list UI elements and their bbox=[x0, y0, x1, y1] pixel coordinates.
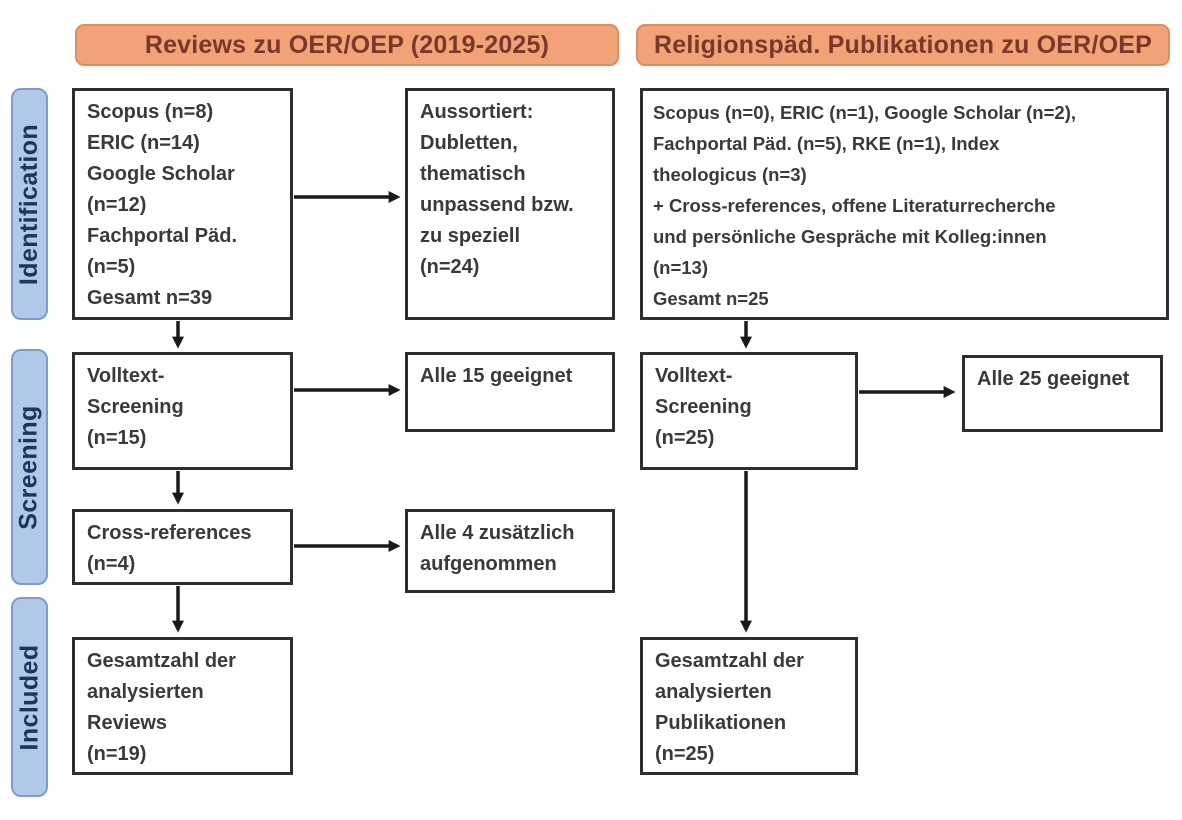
header-reviews: Reviews zu OER/OEP (2019-2025) bbox=[75, 24, 619, 66]
stage-included: Included bbox=[11, 597, 48, 797]
box-left-fulltext-result: Alle 15 geeignet bbox=[405, 352, 615, 432]
stage-identification: Identification bbox=[11, 88, 48, 320]
stage-identification-label: Identification bbox=[15, 123, 43, 285]
box-left-sources: Scopus (n=8) ERIC (n=14) Google Scholar … bbox=[72, 88, 293, 320]
box-left-crossreferences: Cross-references (n=4) bbox=[72, 509, 293, 585]
header-reviews-label: Reviews zu OER/OEP (2019-2025) bbox=[144, 30, 550, 59]
box-left-crossref-result: Alle 4 zusätzlich aufgenommen bbox=[405, 509, 615, 593]
header-religionspaed: Religionspäd. Publikationen zu OER/OEP bbox=[636, 24, 1170, 66]
stage-included-label: Included bbox=[15, 644, 44, 750]
stage-screening: Screening bbox=[11, 349, 48, 585]
box-left-fulltext-screening: Volltext- Screening (n=15) bbox=[72, 352, 293, 470]
box-right-fulltext-result: Alle 25 geeignet bbox=[962, 355, 1163, 432]
box-left-excluded: Aussortiert: Dubletten, thematisch unpas… bbox=[405, 88, 615, 320]
stage-screening-label: Screening bbox=[15, 404, 44, 530]
box-right-sources: Scopus (n=0), ERIC (n=1), Google Scholar… bbox=[640, 88, 1169, 320]
box-left-included-total: Gesamtzahl der analysierten Reviews (n=1… bbox=[72, 637, 293, 775]
box-right-fulltext-screening: Volltext- Screening (n=25) bbox=[640, 352, 858, 470]
box-right-included-total: Gesamtzahl der analysierten Publikatione… bbox=[640, 637, 858, 775]
header-religionspaed-label: Religionspäd. Publikationen zu OER/OEP bbox=[654, 30, 1152, 59]
